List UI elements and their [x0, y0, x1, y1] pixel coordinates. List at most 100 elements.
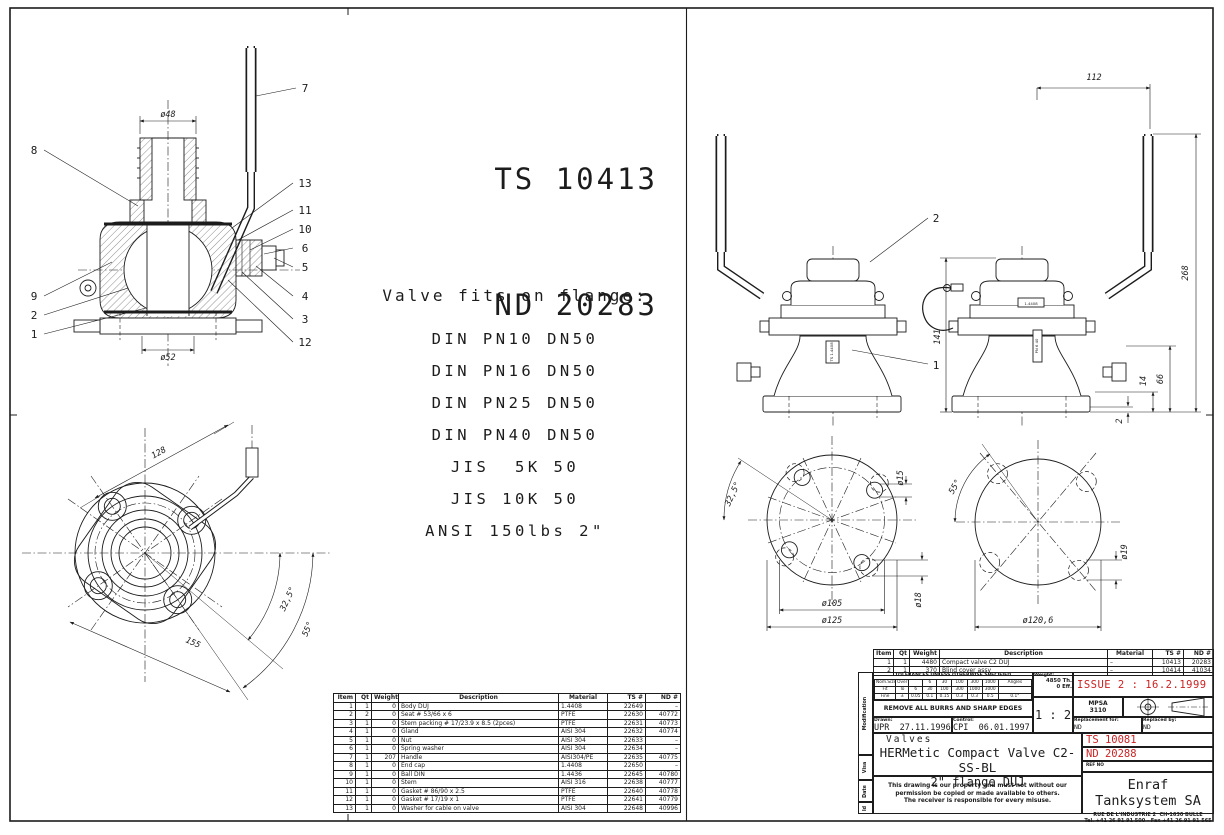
revision-strip-modification: Modification — [858, 672, 873, 755]
section-view — [43, 46, 300, 366]
table-cell: 22650 — [607, 761, 646, 771]
table-cell: Qt — [355, 693, 372, 703]
table-cell: Angles — [997, 679, 1033, 687]
table-cell: 40779 — [645, 795, 681, 805]
table-cell: 22645 — [607, 769, 646, 779]
replaced-by-box: Replaced by: ND — [1142, 717, 1214, 733]
table-cell: 0 — [371, 761, 399, 771]
table-cell: 22631 — [607, 718, 646, 728]
table-cell: Nut — [398, 735, 559, 745]
callout: 2 — [933, 212, 940, 225]
plan-view-labels: 128 155 32,5° 55° — [150, 445, 316, 651]
table-cell: 1 — [333, 701, 356, 711]
material-plate: TS 1.4408 — [829, 342, 834, 363]
bolt-view-left-labels: 32,5° ø15 ø18 ø105 ø125 — [723, 470, 924, 626]
dim-label: 32,5° — [278, 585, 298, 613]
table-cell: 1.4408 — [558, 761, 608, 771]
table-cell: 22649 — [607, 701, 646, 711]
table-cell: 207 — [371, 752, 399, 762]
table-cell: PTFE — [558, 786, 608, 796]
dim-label: 66 — [1156, 374, 1166, 384]
table-cell: 40773 — [645, 718, 681, 728]
table-cell: Fit — [873, 686, 897, 694]
table-cell: Weight — [909, 649, 940, 659]
table-cell: ND # — [1183, 649, 1214, 659]
table-cell: 1 — [355, 769, 372, 779]
company-name: Enraf Tanksystem SA — [1095, 777, 1201, 809]
table-cell: 40780 — [645, 769, 681, 779]
table-cell: 2 — [355, 710, 372, 720]
table-cell: 8 — [333, 761, 356, 771]
table-cell: 22634 — [607, 744, 646, 754]
table-cell: 0 — [371, 735, 399, 745]
bolt-view-right — [953, 440, 1122, 631]
table-cell: AISI 304 — [558, 735, 608, 745]
weight-theoretical: 4850 Th. — [1046, 678, 1072, 684]
dim-label: ø120,6 — [1023, 616, 1054, 626]
table-cell: 12 — [333, 795, 356, 805]
scale-box: 1 : 2 — [1033, 697, 1073, 733]
dim-label: ø15 — [896, 470, 906, 485]
flange-item: DIN PN40 DN50 — [431, 426, 599, 444]
table-cell: 22648 — [607, 803, 646, 813]
table-cell: AISI 304 — [558, 803, 608, 813]
table-cell: 2 — [333, 710, 356, 720]
table-cell: 13 — [333, 803, 356, 813]
table-cell: 30 — [922, 686, 938, 694]
callout: 5 — [302, 261, 309, 274]
table-cell: 0 — [371, 786, 399, 796]
flange-item: DIN PN16 DN50 — [431, 362, 599, 380]
callout: 8 — [31, 144, 38, 157]
flange-note-title: Valve fits on flange: — [382, 286, 648, 305]
replacement-for-value: ND — [1074, 723, 1082, 731]
table-cell: 1 — [355, 744, 372, 754]
dim-label: 268 — [1181, 265, 1191, 280]
callout: 1 — [933, 359, 940, 372]
table-cell: PTFE — [558, 710, 608, 720]
table-cell: Ball DIN — [398, 769, 559, 779]
table-cell: 1.4408 — [558, 701, 608, 711]
dim-label: ø19 — [1120, 544, 1130, 559]
table-cell: 6 — [922, 679, 938, 687]
table-cell: To — [895, 686, 910, 694]
table-cell: 40775 — [645, 752, 681, 762]
table-cell: Handle — [398, 752, 559, 762]
table-cell: 100 — [936, 686, 953, 694]
projection-symbol-box — [1123, 697, 1214, 717]
dim-label: ø125 — [822, 616, 842, 626]
table-cell: 22630 — [607, 710, 646, 720]
table-cell: 1 — [355, 786, 372, 796]
table-cell: Body DUJ — [398, 701, 559, 711]
table-cell: 1 — [873, 657, 894, 667]
flange-item: JIS 5K 50 — [450, 458, 580, 476]
table-cell: Seat # 53/66 x 6 — [398, 710, 559, 720]
table-cell: 300 — [966, 679, 983, 687]
dim-label: 128 — [150, 445, 168, 461]
table-cell: Stem packing # 17/23.9 x 8.5 (2pces) — [398, 718, 559, 728]
material-plate: 1.4408 — [1024, 301, 1038, 306]
table-cell: 1 — [355, 761, 372, 771]
drawn-box: Drawn: UPR 27.11.1996 — [873, 717, 952, 733]
table-cell: 30 — [936, 679, 953, 687]
table-cell: AISI 304 — [558, 727, 608, 737]
table-cell — [997, 686, 1033, 694]
table-cell: 40772 — [645, 710, 681, 720]
table-cell: 6 — [908, 686, 924, 694]
table-cell: 4480 — [909, 657, 940, 667]
callout: 1 — [31, 328, 38, 341]
table-cell: TS # — [1152, 649, 1184, 659]
table-cell: 1 — [355, 718, 372, 728]
table-cell: 3000 — [981, 686, 999, 694]
table-cell: Qt — [893, 649, 910, 659]
nd-number-headline: ND 20283 — [494, 288, 658, 322]
table-cell: AISI304/PE — [558, 752, 608, 762]
table-cell: 4 — [333, 727, 356, 737]
